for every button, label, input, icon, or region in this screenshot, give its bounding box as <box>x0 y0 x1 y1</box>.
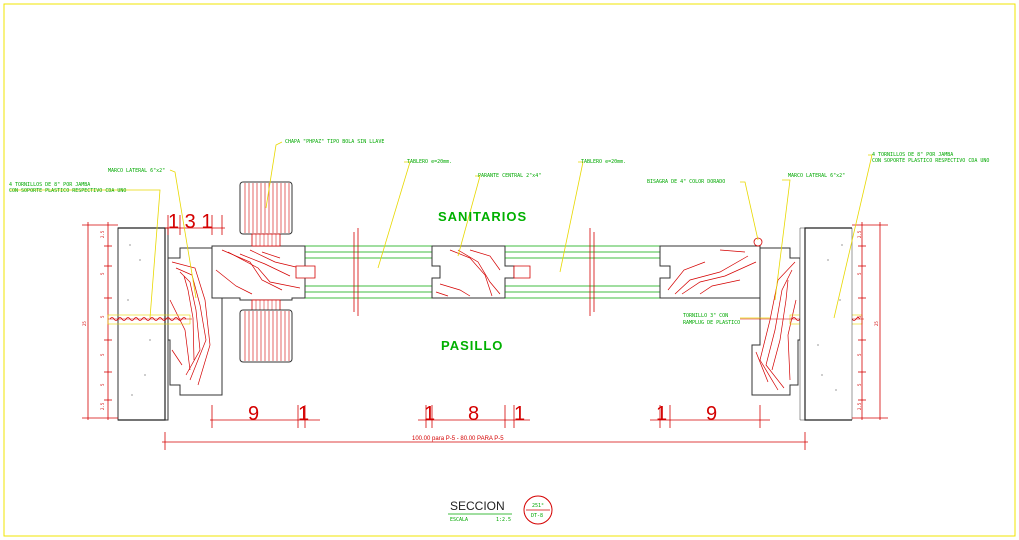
wall-total-left: 25 <box>82 321 87 326</box>
note-parante: PARANTE CENTRAL 2"x4" <box>478 173 541 179</box>
wall-dim-right-2: 5 <box>857 272 862 275</box>
scale-value: 1:2.5 <box>496 517 511 523</box>
dim-bottom-right-a: 1 <box>656 403 667 425</box>
dim-bottom-left-a: 9 <box>248 403 259 425</box>
sheet-border <box>3 3 1016 537</box>
dim-bottom-right-b: 9 <box>706 403 717 425</box>
dim-bottom-mid-b: 8 <box>468 403 479 425</box>
left-screw <box>107 314 192 325</box>
right-panel <box>505 228 660 316</box>
lock-knob-bottom <box>239 299 293 363</box>
dim-bottom-left-b: 1 <box>298 403 309 425</box>
ref-top: 251° <box>532 503 544 509</box>
wall-dim-left-2: 5 <box>100 272 105 275</box>
note-tornillo-3-2: RAMPLUG DE PLASTICO <box>683 320 740 326</box>
note-tablero-left: TABLERO e=20mm. <box>407 159 452 165</box>
wall-dim-right-5: 5 <box>857 383 862 386</box>
note-tornillos-left-2: CON SOPORTE PLASTICO RESPECTIVO CDA UNO <box>9 188 126 194</box>
wall-dim-right-3: 5 <box>857 315 862 318</box>
overall-dimension: 100.00 para P-5 - 80.00 PARA P-5 <box>412 436 504 442</box>
wall-dim-left-6: 2.5 <box>100 402 105 410</box>
note-chapa: CHAPA "PHPAZ" TIPO BOLA SIN LLAVE <box>285 139 384 145</box>
right-jamb <box>751 247 801 396</box>
wall-dim-left-4: 5 <box>100 353 105 356</box>
section-title: SECCION <box>450 499 505 513</box>
dimension-lines <box>162 215 808 450</box>
hinge-marker <box>753 237 763 247</box>
note-tornillos-right-1: 4 TORNILLOS DE 8" POR JAMBA <box>872 152 953 158</box>
wall-dim-right-6: 2.5 <box>857 402 862 410</box>
dim-bottom-mid-c: 1 <box>514 403 525 425</box>
lock-knob-top <box>239 181 293 247</box>
left-panel <box>305 228 432 316</box>
note-bisagra: BISAGRA DE 4" COLOR DORADO <box>647 179 725 185</box>
leader-lines <box>10 141 873 319</box>
note-tornillos-right-2: CON SOPORTE PLASTICO RESPECTIVO CDA UNO <box>872 158 989 164</box>
ref-bottom: DT-8 <box>531 513 543 519</box>
wall-dim-left-5: 5 <box>100 383 105 386</box>
wall-dim-left-3: 5 <box>100 315 105 318</box>
scale-label: ESCALA <box>450 517 468 523</box>
wall-dim-right-1: 2.5 <box>857 230 862 238</box>
note-marco-left: MARCO LATERAL 6"x2" <box>108 168 165 174</box>
left-door-stile <box>211 245 316 301</box>
room-label-sanitarios: SANITARIOS <box>438 209 527 224</box>
dim-bottom-mid-a: 1 <box>424 403 435 425</box>
room-label-pasillo: PASILLO <box>441 338 503 353</box>
note-marco-right: MARCO LATERAL 6"x2" <box>788 173 845 179</box>
note-tornillos-left-1: 4 TORNILLOS DE 8" POR JAMBA <box>9 182 90 188</box>
wall-dim-left-1: 2.5 <box>100 230 105 238</box>
dim-top-left: 1 3 1 <box>168 211 212 233</box>
note-tablero-right: TABLERO e=20mm. <box>581 159 626 165</box>
wall-dim-right-4: 5 <box>857 353 862 356</box>
wall-total-right: 25 <box>874 321 879 326</box>
section-title-block: SECCION ESCALA 1:2.5 251° DT-8 <box>448 495 553 525</box>
right-wall: 2.5 5 5 5 5 2.5 25 <box>799 222 888 421</box>
note-tornillo-3-1: TORNILLO 3" CON <box>683 313 728 319</box>
left-jamb <box>167 247 223 396</box>
central-mullion <box>431 245 515 299</box>
right-door-stile <box>659 245 761 299</box>
